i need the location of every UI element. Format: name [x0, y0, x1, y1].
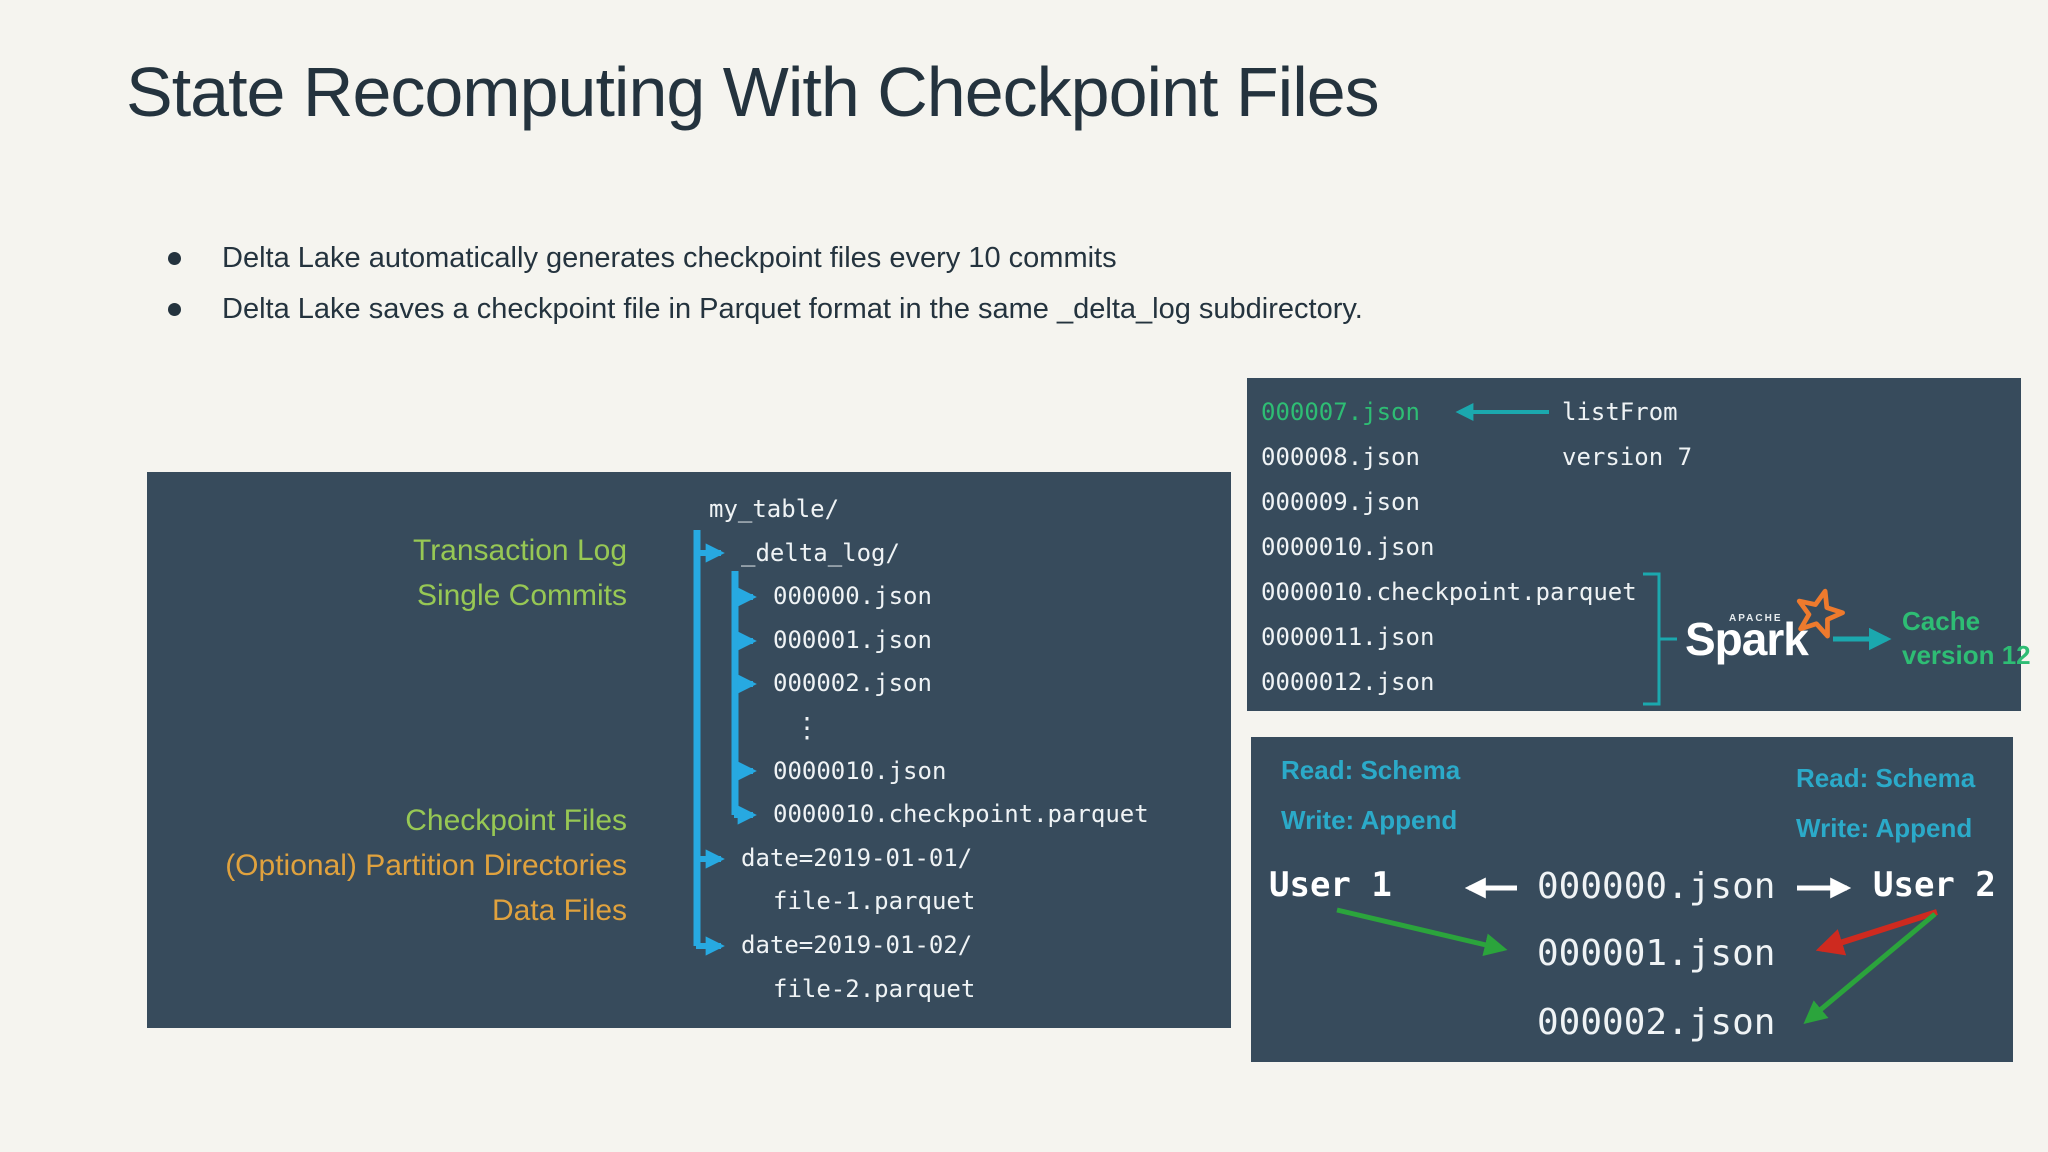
- checkpoint-listing-panel: 000007.json 000008.json 000009.json 0000…: [1247, 378, 2031, 711]
- listing-files: 000007.json 000008.json 000009.json 0000…: [1261, 390, 1637, 705]
- tree-trunk-lines: [693, 530, 739, 946]
- tree-row: file-1.parquet: [773, 887, 976, 916]
- cache-label: Cache: [1902, 606, 1981, 636]
- bullet-list: Delta Lake automatically generates check…: [168, 238, 1363, 340]
- bullet-item: Delta Lake automatically generates check…: [168, 238, 1363, 278]
- label-data-files: Data Files: [491, 894, 627, 927]
- tree-row: 000000.json: [773, 582, 932, 611]
- commit-file: 000001.json: [1537, 933, 1776, 974]
- commit-file: 000000.json: [1537, 866, 1776, 907]
- tree-connector-lines: [693, 530, 757, 956]
- tree-row: _delta_log/: [741, 538, 900, 567]
- file-row: 0000010.checkpoint.parquet: [1261, 578, 1637, 606]
- user1-label: User 1: [1269, 865, 1392, 905]
- tree-row: 000002.json: [773, 669, 932, 698]
- tree-row: date=2019-01-01/: [741, 843, 973, 872]
- apache-spark-logo: APACHE Spark: [1685, 588, 1845, 678]
- version-7-label: version 7: [1562, 443, 1693, 471]
- concurrent-writes-panel: Read: Schema Write: Append Read: Schema …: [1251, 737, 2013, 1062]
- transaction-log-panel: Transaction Log Single Commits Checkpoin…: [147, 472, 1231, 1028]
- tree-row: file-2.parquet: [773, 974, 976, 1003]
- tree-branch-arrows: [696, 543, 757, 956]
- tree-row: 0000010.json: [773, 756, 947, 785]
- listfrom-connectors: [1455, 403, 1892, 706]
- file-row-highlighted: 000007.json: [1261, 398, 1420, 426]
- file-row: 0000012.json: [1261, 668, 1435, 696]
- spark-star-icon: [1796, 588, 1845, 639]
- file-tree: my_table/ _delta_log/ 000000.json 000001…: [147, 488, 1231, 1011]
- tree-labels-top: Transaction Log Single Commits: [413, 528, 627, 618]
- file-row: 000008.json: [1261, 443, 1420, 471]
- user1-write-label: Write: Append: [1281, 805, 1458, 835]
- user1-read-label: Read: Schema: [1281, 755, 1461, 785]
- user2-commit-arrow: [1803, 912, 1937, 1024]
- tree-row: my_table/: [709, 495, 840, 523]
- file-row: 0000011.json: [1261, 623, 1435, 651]
- file-row: 000009.json: [1261, 488, 1420, 516]
- label-partition-directories: (Optional) Partition Directories: [225, 849, 627, 882]
- user2-failed-commit-arrow: [1815, 909, 1938, 956]
- spark-wordmark: Spark: [1685, 613, 1809, 665]
- user1-commit-arrow: [1336, 907, 1508, 956]
- label-single-commits: Single Commits: [416, 579, 627, 612]
- user2-label: User 2: [1873, 865, 1996, 905]
- listfrom-label: listFrom: [1562, 398, 1678, 426]
- tree-row: date=2019-01-02/: [741, 930, 973, 959]
- tree-row: 0000010.checkpoint.parquet: [773, 800, 1149, 829]
- user2-write-label: Write: Append: [1796, 813, 1973, 843]
- user-arrows: [1336, 877, 1938, 1024]
- tree-row: 000001.json: [773, 625, 932, 654]
- bullet-item: Delta Lake saves a checkpoint file in Pa…: [168, 289, 1363, 329]
- tree-labels-bottom: Checkpoint Files (Optional) Partition Di…: [225, 798, 627, 933]
- cache-version-label: version 12: [1902, 640, 2031, 670]
- file-row: 0000010.json: [1261, 533, 1435, 561]
- apache-label: APACHE: [1729, 613, 1783, 624]
- tree-row-ellipsis: ⋮: [793, 710, 821, 744]
- user2-read-label: Read: Schema: [1796, 763, 1976, 793]
- label-transaction-log: Transaction Log: [412, 534, 627, 567]
- label-checkpoint-files: Checkpoint Files: [405, 804, 627, 837]
- page-title: State Recomputing With Checkpoint Files: [126, 53, 1380, 131]
- checkpoint-bracket: [1643, 572, 1677, 706]
- commit-file: 000002.json: [1537, 1002, 1776, 1043]
